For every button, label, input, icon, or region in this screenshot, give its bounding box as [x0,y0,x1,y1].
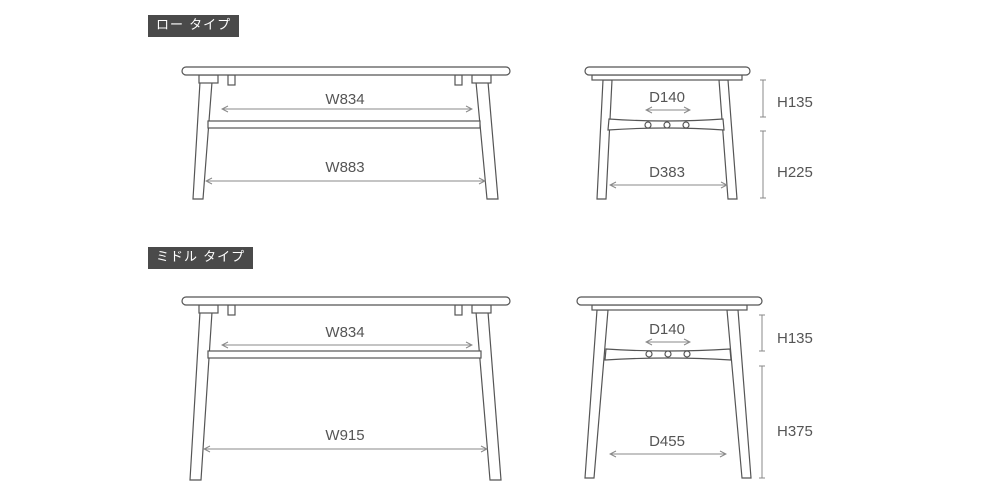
middle-front-view [181,296,511,481]
low-lower-height: H225 [777,164,813,181]
low-front-bottom-width: W883 [325,159,364,176]
low-upper-height: H135 [777,94,813,111]
low-front-view [181,66,511,200]
middle-side-view [576,296,765,479]
middle-type-label: ミドル タイプ [148,247,254,269]
middle-side-bottom-depth: D455 [649,433,685,450]
low-front-top-width: W834 [325,91,364,108]
middle-front-top-width: W834 [325,324,364,341]
middle-front-bottom-width: W915 [325,427,364,444]
middle-lower-height: H375 [777,423,813,440]
low-side-view [584,66,766,200]
middle-upper-height: H135 [777,330,813,347]
low-side-bottom-depth: D383 [649,164,685,181]
middle-side-top-depth: D140 [649,321,685,338]
low-type-label: ロー タイプ [148,15,240,37]
low-side-top-depth: D140 [649,89,685,106]
